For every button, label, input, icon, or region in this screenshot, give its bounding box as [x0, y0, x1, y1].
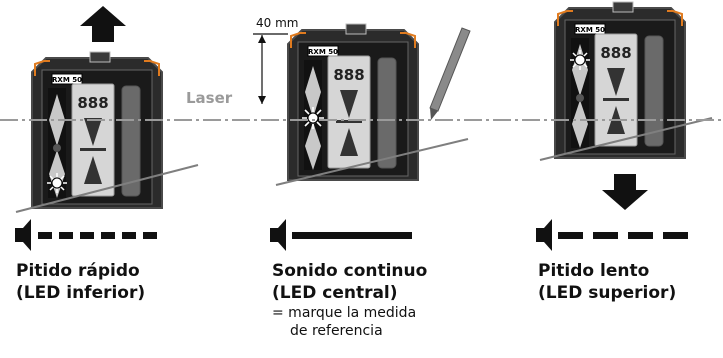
led-starburst-top — [570, 50, 590, 70]
caption-fast-beep: Pitido rápido (LED inferior) — [16, 260, 145, 304]
laser-label: Laser — [186, 89, 233, 107]
receiver-device-2: RXM 50 888 — [287, 23, 419, 181]
caption-slow-beep: Pitido lento (LED superior) — [538, 260, 676, 304]
display-digits: 888 — [333, 66, 364, 84]
panel-fast-beep: RXM 50 888 — [15, 6, 199, 251]
measure-bracket: 40 mm — [253, 16, 298, 104]
display-digits: 888 — [600, 44, 631, 62]
continuous-tone-bar — [292, 232, 412, 239]
caption-title: Pitido rápido — [16, 261, 140, 281]
caption-continuous: Sonido continuo (LED central) = marque l… — [272, 260, 427, 340]
caption-title: Pitido lento — [538, 261, 650, 281]
panel-continuous: 40 mm RXM 50 888 — [253, 16, 471, 251]
display-digits: 888 — [77, 94, 108, 112]
panel-slow-beep: RXM 50 888 — [536, 1, 713, 251]
caption-subtitle: (LED central) — [272, 283, 398, 303]
led-starburst-bottom — [47, 173, 67, 193]
caption-note: = marque la medida — [272, 305, 417, 321]
pencil-icon — [429, 27, 471, 120]
speaker-icon — [536, 219, 552, 251]
caption-note-continued: de referencia — [290, 323, 383, 339]
beep-pattern-slow — [558, 232, 688, 239]
ground-line-2 — [275, 138, 469, 186]
device-model-label: RXM 50 — [52, 76, 82, 84]
ground-line-3 — [539, 117, 713, 161]
caption-subtitle: (LED inferior) — [16, 283, 146, 303]
measure-label: 40 mm — [256, 16, 298, 30]
receiver-device-1: RXM 50 888 — [31, 51, 163, 209]
up-arrow-icon — [80, 6, 126, 42]
speaker-icon — [15, 219, 31, 251]
caption-subtitle: (LED superior) — [538, 283, 677, 303]
beep-pattern-fast — [38, 232, 157, 239]
led-starburst-center — [302, 107, 324, 129]
down-arrow-icon — [602, 174, 648, 210]
device-model-label: RXM 50 — [575, 26, 605, 34]
speaker-icon — [270, 219, 286, 251]
receiver-device-3: RXM 50 888 — [554, 1, 686, 159]
caption-title: Sonido continuo — [272, 261, 428, 281]
device-model-label: RXM 50 — [308, 48, 338, 56]
ground-line-1 — [15, 164, 199, 213]
